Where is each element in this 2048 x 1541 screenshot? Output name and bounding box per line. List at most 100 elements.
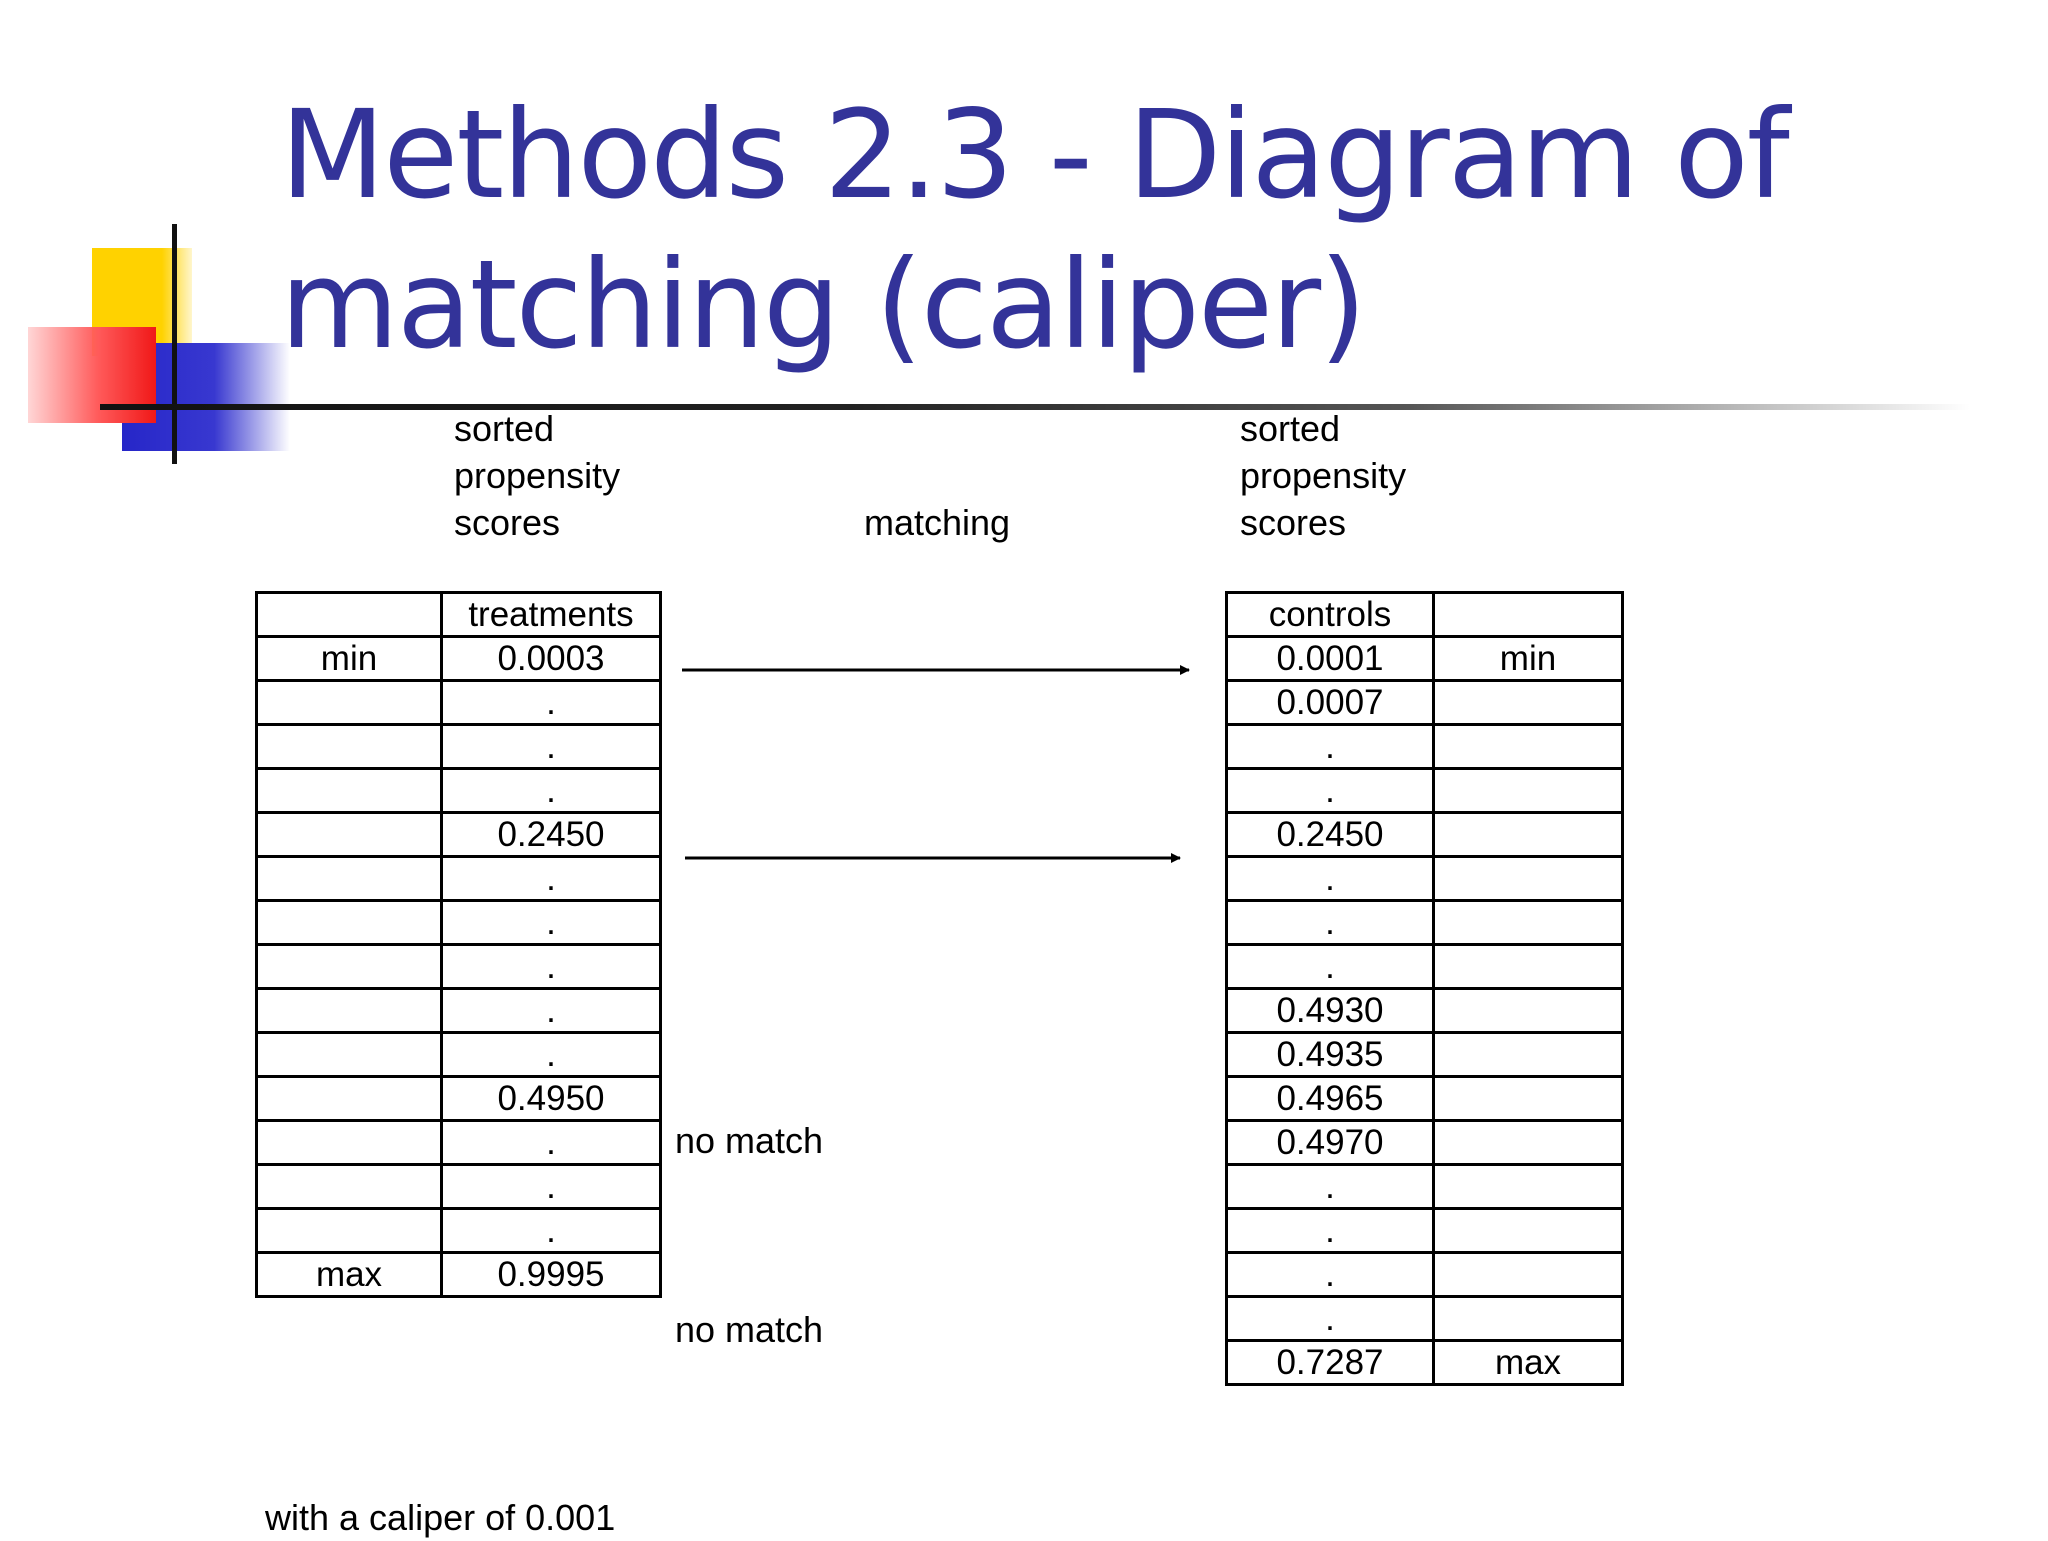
controls-row-cell: 0.4930 (1225, 987, 1435, 1034)
treatments-row: . (255, 855, 662, 902)
controls-row-cell: 0.2450 (1225, 811, 1435, 858)
controls-row-cell (1432, 1251, 1624, 1298)
treatments-row: . (255, 899, 662, 946)
controls-row-cell (1432, 943, 1624, 990)
treatments-row-cell: 0.4950 (440, 1075, 662, 1122)
controls-row-cell: 0.4935 (1225, 1031, 1435, 1078)
controls-row-cell: min (1432, 635, 1624, 682)
treatments-row-cell (255, 811, 443, 858)
no-match-label: no match (675, 1120, 824, 1161)
controls-header: controls (1225, 591, 1624, 638)
treatments-row-cell: . (440, 943, 662, 990)
treatments-row: 0.4950 (255, 1075, 662, 1122)
decor-vertical-line (172, 224, 177, 464)
controls-row: 0.4930 (1225, 987, 1624, 1034)
treatments-row-cell: . (440, 679, 662, 726)
controls-header-cell (1432, 591, 1624, 638)
slide-title: Methods 2.3 - Diagram of matching (calip… (280, 80, 1980, 380)
treatments-row: . (255, 723, 662, 770)
treatments-row-cell (255, 767, 443, 814)
controls-row-cell: 0.7287 (1225, 1339, 1435, 1386)
controls-row-cell: . (1225, 767, 1435, 814)
controls-row-cell (1432, 767, 1624, 814)
controls-row-cell: . (1225, 723, 1435, 770)
treatments-row-cell: . (440, 899, 662, 946)
controls-row-cell: 0.4970 (1225, 1119, 1435, 1166)
matching-label-text: matching (864, 502, 1011, 543)
treatments-header-cell: treatments (440, 591, 662, 638)
controls-row-cell (1432, 1207, 1624, 1254)
controls-row-cell (1432, 1163, 1624, 1210)
controls-row: . (1225, 1295, 1624, 1342)
controls-row-cell (1432, 679, 1624, 726)
left-header-line: scores (454, 502, 561, 543)
right-column-header: sorted propensity scores (1240, 405, 1406, 546)
left-column-header: sorted propensity scores (454, 405, 620, 546)
controls-row: . (1225, 1207, 1624, 1254)
controls-row-cell (1432, 855, 1624, 902)
treatments-row: 0.2450 (255, 811, 662, 858)
treatments-row: . (255, 1119, 662, 1166)
controls-row-cell (1432, 811, 1624, 858)
controls-row: 0.4935 (1225, 1031, 1624, 1078)
controls-row-cell (1432, 899, 1624, 946)
caliper-note: with a caliper of 0.001 (265, 1494, 615, 1541)
treatments-row: . (255, 987, 662, 1034)
controls-row-cell (1432, 1031, 1624, 1078)
controls-row-cell: . (1225, 899, 1435, 946)
controls-row: . (1225, 943, 1624, 990)
treatments-row-cell (255, 899, 443, 946)
controls-row: . (1225, 1163, 1624, 1210)
controls-row-cell: . (1225, 943, 1435, 990)
controls-row: . (1225, 723, 1624, 770)
treatments-row-cell (255, 679, 443, 726)
treatments-row-cell (255, 855, 443, 902)
controls-row-cell (1432, 723, 1624, 770)
controls-row-cell: . (1225, 1163, 1435, 1210)
controls-row-cell (1432, 1295, 1624, 1342)
controls-row: 0.0007 (1225, 679, 1624, 726)
treatments-row-cell: . (440, 723, 662, 770)
controls-row: 0.4970 (1225, 1119, 1624, 1166)
controls-row-cell (1432, 1075, 1624, 1122)
controls-row-cell: 0.0007 (1225, 679, 1435, 726)
treatments-row-cell (255, 1207, 443, 1254)
slide-title-line-2: matching (caliper) (280, 234, 1367, 376)
controls-row: 0.4965 (1225, 1075, 1624, 1122)
controls-row: . (1225, 1251, 1624, 1298)
treatments-row-cell (255, 1075, 443, 1122)
treatments-row-cell (255, 1163, 443, 1210)
controls-row: . (1225, 767, 1624, 814)
treatments-row-cell (255, 943, 443, 990)
controls-row: . (1225, 899, 1624, 946)
title-underline (100, 404, 1970, 410)
controls-row-cell: . (1225, 1251, 1435, 1298)
controls-row-cell: . (1225, 855, 1435, 902)
right-header-line: sorted (1240, 408, 1341, 449)
controls-header-cell: controls (1225, 591, 1435, 638)
treatments-row-cell (255, 1031, 443, 1078)
treatments-row: . (255, 767, 662, 814)
treatments-row-cell: . (440, 1031, 662, 1078)
slide-title-line-1: Methods 2.3 - Diagram of (280, 84, 1790, 226)
treatments-row: . (255, 1031, 662, 1078)
treatments-row-cell: . (440, 1207, 662, 1254)
treatments-row-cell: . (440, 1163, 662, 1210)
treatments-header-cell (255, 591, 443, 638)
right-header-line: propensity (1240, 455, 1407, 496)
no-match-label: no match (675, 1309, 824, 1350)
controls-row-cell: 0.0001 (1225, 635, 1435, 682)
treatments-row-cell: . (440, 855, 662, 902)
controls-row-cell: . (1225, 1207, 1435, 1254)
treatments-row-cell: . (440, 987, 662, 1034)
controls-row-cell: max (1432, 1339, 1624, 1386)
treatments-row: . (255, 679, 662, 726)
controls-row: 0.2450 (1225, 811, 1624, 858)
caliper-note-text: with a caliper of 0.001 (265, 1497, 616, 1538)
right-header-line: scores (1240, 502, 1347, 543)
